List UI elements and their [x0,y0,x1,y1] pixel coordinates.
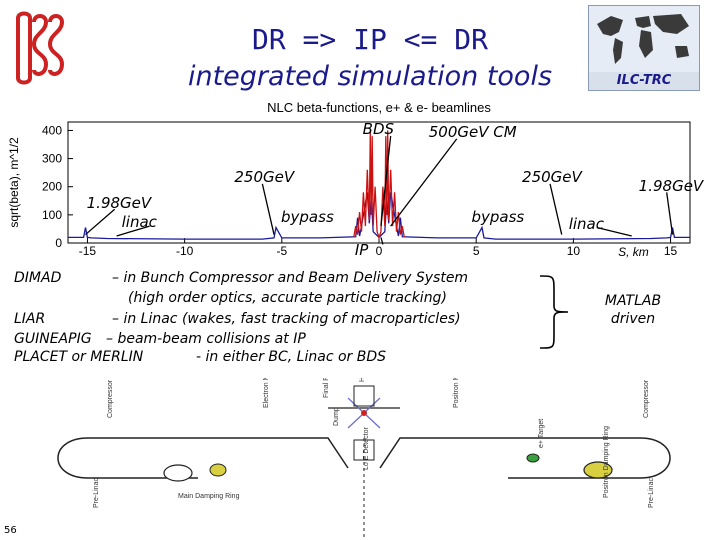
y-tick-label: 300 [42,152,62,166]
chart-annotation: linac [568,214,604,233]
x-tick-label: 5 [473,244,480,258]
title-line-2: integrated simulation tools [187,61,553,92]
y-tick-label: 0 [55,236,62,250]
annotation-arrow [666,192,674,235]
y-tick-label: 200 [42,180,62,194]
plot-frame [67,121,691,244]
right-loop-path [580,437,671,479]
layout-label: e+ Target [538,419,545,448]
layout-label: Dump [333,407,340,426]
hi-e-detector-icon [353,385,375,407]
tool-description: (high order optics, accurate particle tr… [128,290,447,306]
title-line-1: DR => IP <= DR [251,23,488,56]
tool-name: DIMAD [14,270,62,286]
layout-label: Positron Damping Ring [603,426,610,498]
tool-description: – in Bunch Compressor and Beam Delivery … [112,270,469,286]
tool-description: - in either BC, Linac or BDS [196,349,387,365]
annotation-arrow [85,208,116,236]
series-line-1 [353,130,405,240]
chart-annotation: 1.98GeV [638,176,704,195]
layout-label: Lo E Detector [363,427,370,470]
x-tick-label: -15 [79,244,97,258]
annotation-arrow [390,138,458,227]
badge-label: ILC-TRC [616,73,672,88]
layout-label: Pre-Linac [93,478,100,508]
chart-annotation: 500GeV CM [428,123,517,142]
left-loop-path [57,437,148,479]
y-tick-label: 400 [42,123,62,137]
layout-label: Electron Main Linac [263,378,270,408]
world-map-icon [589,6,699,72]
x-tick-label: 15 [664,244,678,258]
chart-annotation: bypass [471,207,525,226]
page-number: 56 [4,525,17,536]
layout-label: Hi E Detector [359,378,366,382]
side-note-line-1: MATLAB [604,293,662,309]
layout-label: Pre-Linac [648,478,655,508]
layout-label: Final Focus [323,378,330,398]
chart-annotation: IP [354,241,369,260]
left-damping-ring-icon [209,463,227,477]
brace-icon [539,275,569,349]
y-axis-label: sqrt(beta), m^1/2 [7,137,21,228]
layout-label: Compressor [107,379,114,418]
ip-icon [361,410,367,416]
annotation-arrow [596,226,632,237]
main-damping-ring-icon [163,464,193,482]
chart-annotation: 250GeV [234,168,295,187]
annotation-arrow [380,237,384,245]
y-tick-label: 100 [42,208,62,222]
x-tick-label: -10 [176,244,194,258]
beta-function-chart: NLC beta-functions, e+ & e- beamlines sqr… [0,98,705,268]
annotation-arrow [380,136,392,227]
x-tick-label: 10 [567,244,581,258]
tool-name: PLACET or MERLIN [14,349,144,365]
tool-description: – beam-beam collisions at IP [106,331,306,347]
chart-annotation: 1.98GeV [86,193,152,212]
ilc-trc-badge: ILC-TRC [588,5,700,91]
annotation-arrow [549,183,563,235]
annotation-arrow [261,183,275,235]
chart-annotation: bypass [281,207,334,226]
tool-name: LIAR [14,311,46,327]
side-note: MATLAB driven [578,292,688,328]
positron-linac-line [379,437,640,469]
annotation-arrow [116,225,150,237]
side-note-line-2: driven [610,311,656,327]
chart-annotation: 250GeV [522,168,582,187]
chart-svg: NLC beta-functions, e+ & e- beamlines sqr… [7,100,691,259]
chart-title: NLC beta-functions, e+ & e- beamlines [267,100,491,115]
chart-annotation: linac [121,213,157,232]
positron-damping-ring-icon [583,461,613,479]
slide-title: DR => IP <= DR integrated simulation too… [90,22,650,96]
x-tick-label: 0 [376,244,383,258]
layout-label: Compressor [643,379,650,418]
x-tick-label: -5 [276,244,287,258]
lo-e-detector-icon [353,439,375,461]
chart-annotation: BDS [362,120,395,139]
tool-description: – in Linac (wakes, fast tracking of macr… [112,311,461,327]
layout-label: Main Damping Ring [178,493,240,500]
layout-label: Positron Main Linac [453,378,460,408]
electron-linac-line [88,437,349,469]
positron-target-icon [526,453,540,463]
lab-logo-icon [12,10,66,86]
x-axis-label: S, km [618,245,649,259]
tool-name: GUINEAPIG [14,331,92,347]
